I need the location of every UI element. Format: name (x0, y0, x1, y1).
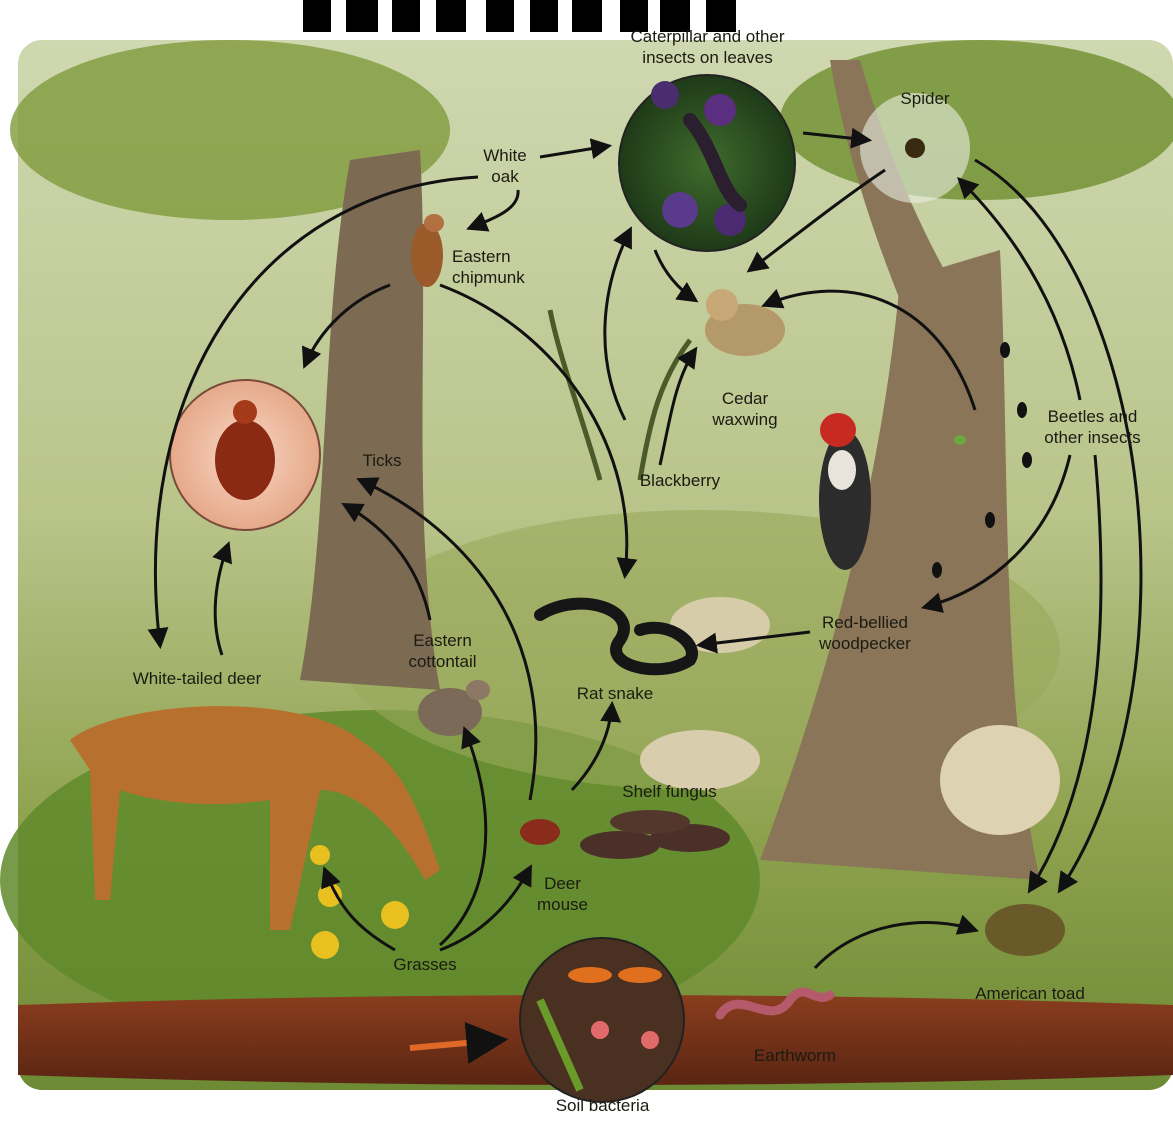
spider-web (860, 93, 970, 203)
label-white-oak: White oak (470, 145, 540, 187)
rock (940, 725, 1060, 835)
label-soil-bacteria: Soil bacteria (535, 1095, 670, 1116)
deer-mouse (520, 819, 560, 845)
label-grasses: Grasses (380, 954, 470, 975)
label-cedar-waxwing: Cedar waxwing (695, 388, 795, 430)
label-blackberry: Blackberry (625, 470, 735, 491)
label-earthworm: Earthworm (735, 1045, 855, 1066)
label-deer-mouse: Deer mouse (525, 873, 600, 915)
label-chipmunk: Eastern chipmunk (452, 246, 562, 288)
label-rat-snake: Rat snake (565, 683, 665, 704)
soil-bacteria-inset (520, 938, 684, 1102)
label-deer: White-tailed deer (112, 668, 282, 689)
label-spider: Spider (885, 88, 965, 109)
label-woodpecker: Red-bellied woodpecker (800, 612, 930, 654)
label-beetles: Beetles and other insects (1030, 406, 1155, 448)
label-cottontail: Eastern cottontail (390, 630, 495, 672)
caterpillar-leaves-inset (619, 75, 795, 251)
label-ticks: Ticks (352, 450, 412, 471)
american-toad (985, 904, 1065, 956)
label-shelf-fungus: Shelf fungus (607, 781, 732, 802)
ticks-inset (170, 380, 320, 530)
label-american-toad: American toad (960, 983, 1100, 1004)
label-caterpillar: Caterpillar and other insects on leaves (595, 26, 820, 68)
